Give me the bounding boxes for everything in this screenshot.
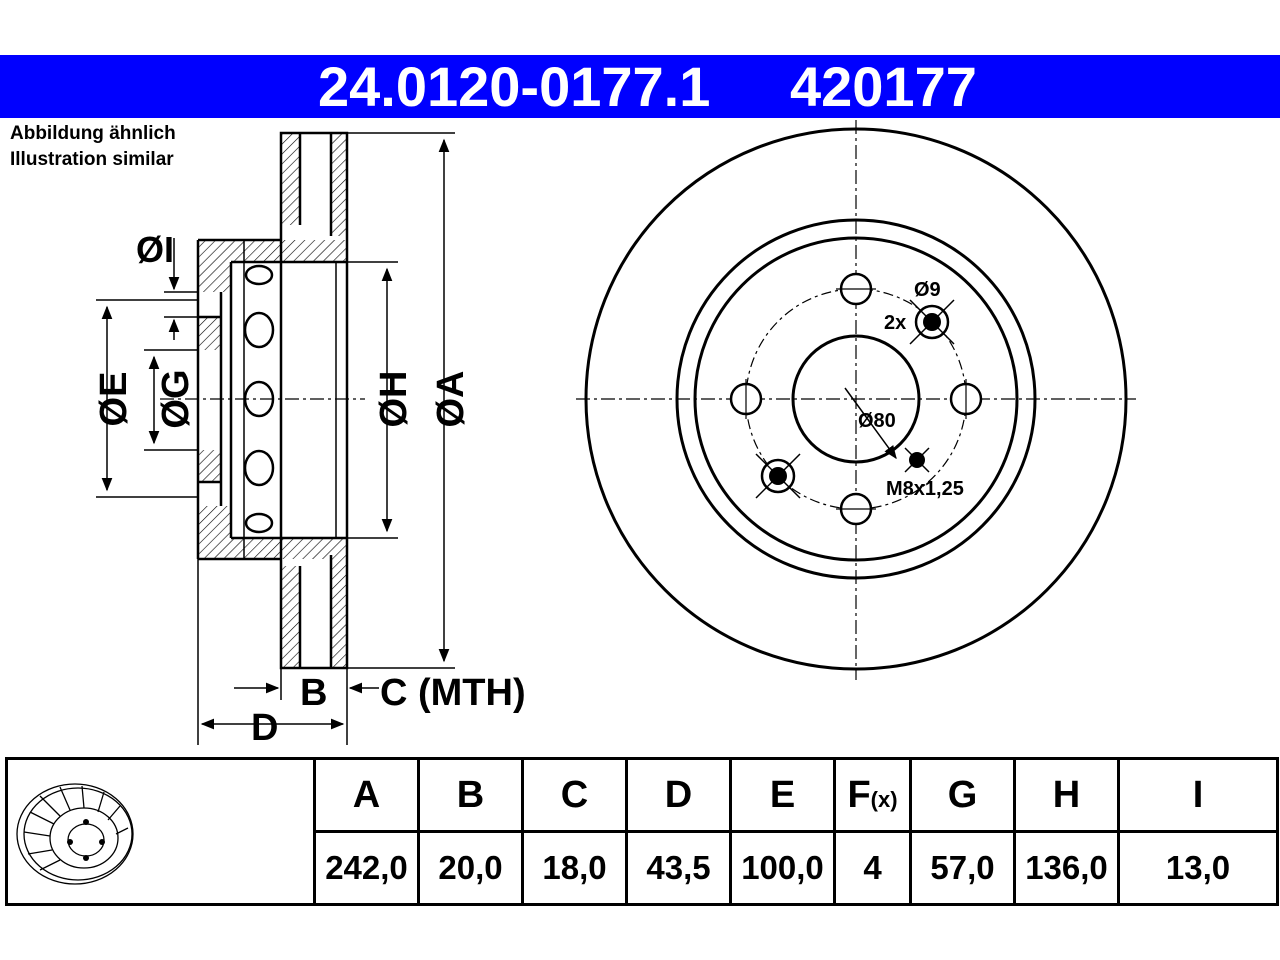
thumbnail-cell xyxy=(5,757,316,906)
brake-disc-thumbnail xyxy=(16,782,134,885)
value-d: 43,5 xyxy=(625,830,732,906)
value-f: 4 xyxy=(833,830,912,906)
header-f-letter: F xyxy=(847,773,871,816)
value-h: 136,0 xyxy=(1013,830,1120,906)
label-diam-e: ØE xyxy=(93,372,135,427)
label-center-bore: Ø80 xyxy=(858,410,896,432)
value-g: 57,0 xyxy=(909,830,1016,906)
value-a: 242,0 xyxy=(313,830,420,906)
label-bolt-count: 2x xyxy=(884,312,906,334)
header-h: H xyxy=(1013,757,1120,833)
threaded-holes xyxy=(755,299,955,499)
cooling-holes xyxy=(243,264,275,534)
note-english: Illustration similar xyxy=(10,149,174,170)
label-thread: M8x1,25 xyxy=(886,478,964,500)
value-i: 13,0 xyxy=(1117,830,1279,906)
header-d: D xyxy=(625,757,732,833)
value-c: 18,0 xyxy=(521,830,628,906)
label-b: B xyxy=(300,672,327,714)
label-diam-i: ØI xyxy=(136,229,174,270)
section-view: ØI ØE ØG ØH ØA B C (MTH) D xyxy=(93,131,526,749)
header-e: E xyxy=(729,757,836,833)
spec-table: A B C D E F(x) G H I 242,0 20,0 18,0 43,… xyxy=(5,757,1279,906)
part-number: 24.0120-0177.1 xyxy=(318,55,711,118)
label-diam-a: ØA xyxy=(430,371,472,428)
label-diam-h: ØH xyxy=(373,371,415,428)
title-banner: 24.0120-0177.1 420177 xyxy=(0,55,1280,118)
label-diam-g: ØG xyxy=(155,369,197,428)
label-bolt-hole: Ø9 xyxy=(914,279,941,301)
value-e: 100,0 xyxy=(729,830,836,906)
value-b: 20,0 xyxy=(417,830,524,906)
header-a: A xyxy=(313,757,420,833)
header-b: B xyxy=(417,757,524,833)
header-g: G xyxy=(909,757,1016,833)
header-c: C xyxy=(521,757,628,833)
header-f-suffix: (x) xyxy=(870,786,898,812)
note-german: Abbildung ähnlich xyxy=(10,123,176,144)
label-c: C (MTH) xyxy=(380,672,526,714)
header-i: I xyxy=(1117,757,1279,833)
label-d: D xyxy=(251,707,278,749)
article-number: 420177 xyxy=(790,55,977,118)
front-view: Ø9 2x Ø80 M8x1,25 xyxy=(576,120,1136,680)
header-f: F(x) xyxy=(833,757,912,833)
